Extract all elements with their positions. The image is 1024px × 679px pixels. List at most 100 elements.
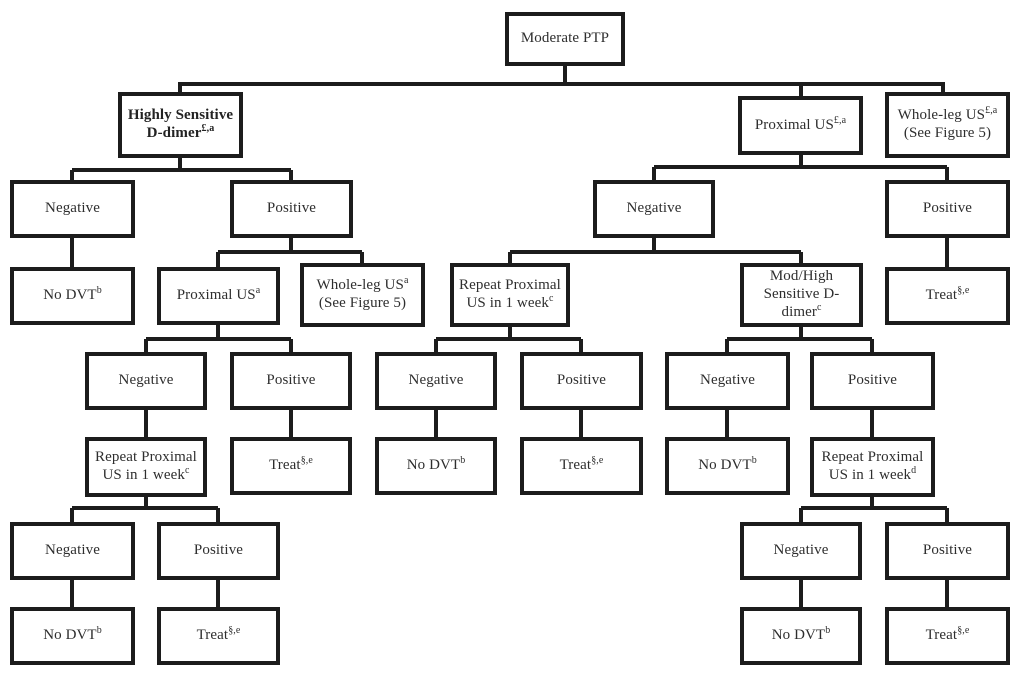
node-repeat-proximal-us: Repeat Proximal US in 1 weekc	[85, 437, 207, 497]
node-highly-sensitive-d-dimer: Highly Sensitive D-dimer£,a	[118, 92, 243, 158]
node-superscript: a	[255, 285, 261, 297]
node-positive: Positive	[230, 352, 352, 410]
node-label: Whole-leg US£,a(See Figure 5)	[898, 105, 998, 142]
node-label: No DVTb	[406, 456, 466, 475]
node-superscript: d	[911, 465, 917, 476]
node-label: Positive	[923, 200, 972, 218]
node-label: Negative	[45, 542, 100, 560]
node-proximal-us-initial: Proximal US£,a	[738, 96, 863, 155]
node-whole-leg-us-initial: Whole-leg US£,a(See Figure 5)	[885, 92, 1010, 158]
node-superscript: §,e	[228, 625, 241, 637]
node-text: Proximal US	[754, 116, 834, 133]
node-no-dvt: No DVTb	[375, 437, 497, 495]
node-positive: Positive	[157, 522, 280, 580]
node-superscript: £,a	[985, 105, 998, 117]
node-treat: Treat§,e	[520, 437, 643, 495]
node-superscript: a	[403, 275, 409, 287]
node-treat: Treat§,e	[230, 437, 352, 495]
node-superscript: §,e	[957, 285, 970, 297]
node-label: Negative	[45, 200, 100, 218]
node-text: Treat	[269, 457, 301, 474]
node-text: Positive	[266, 372, 316, 389]
node-text: No DVT	[43, 287, 97, 304]
node-label: Negative	[700, 372, 755, 390]
node-text: Negative	[626, 200, 682, 217]
node-positive: Positive	[810, 352, 935, 410]
node-text: Repeat Proximal US in 1 week	[821, 449, 924, 483]
node-text: Moderate PTP	[520, 30, 610, 47]
node-label: Positive	[267, 200, 316, 218]
node-no-dvt: No DVTb	[10, 267, 135, 325]
node-label: No DVTb	[43, 286, 102, 305]
node-label: Highly Sensitive D-dimer£,a	[125, 107, 236, 142]
node-negative-ddimer: Negative	[10, 180, 135, 238]
node-positive-proximal-us: Positive	[885, 180, 1010, 238]
node-text: Mod/High Sensitive D-dimer	[763, 268, 840, 320]
node-text: Negative	[700, 372, 755, 389]
node-superscript: b	[751, 455, 757, 467]
node-label: Mod/High Sensitive D-dimerc	[747, 268, 856, 321]
node-label: Negative	[627, 200, 682, 218]
node-repeat-proximal-us-d: Repeat Proximal US in 1 weekd	[810, 437, 935, 497]
node-text: Treat	[559, 457, 592, 474]
node-label: Proximal USa	[176, 285, 261, 305]
node-text: Treat	[196, 627, 229, 644]
node-treat: Treat§,e	[157, 607, 280, 665]
node-superscript: c	[816, 301, 822, 313]
node-positive: Positive	[520, 352, 643, 410]
node-label: Repeat Proximal US in 1 weekc	[92, 449, 200, 484]
node-treat: Treat§,e	[885, 607, 1010, 665]
node-label: No DVTb	[772, 626, 831, 645]
node-superscript: £,a	[201, 123, 215, 134]
node-superscript: §,e	[300, 455, 313, 467]
node-label: Positive	[194, 542, 243, 560]
node-label: Repeat Proximal US in 1 weekc	[457, 277, 563, 312]
node-text: No DVT	[698, 457, 752, 474]
node-label: Treat§,e	[559, 456, 604, 475]
node-no-dvt: No DVTb	[10, 607, 135, 665]
node-proximal-us: Proximal USa	[157, 267, 280, 325]
node-label: Moderate PTP	[521, 30, 609, 48]
node-text: Whole-leg US	[316, 277, 404, 294]
node-repeat-proximal-us: Repeat Proximal US in 1 weekc	[450, 263, 570, 327]
node-label: Treat§,e	[926, 285, 970, 305]
node-moderate-ptp: Moderate PTP	[505, 12, 625, 66]
node-positive: Positive	[885, 522, 1010, 580]
node-label: No DVTb	[698, 455, 757, 475]
node-label: No DVTb	[43, 625, 102, 645]
node-superscript: b	[96, 625, 102, 637]
node-negative-proximal-us: Negative	[593, 180, 715, 238]
node-superscript: £,a	[833, 114, 847, 126]
node-label: Proximal US£,a	[754, 114, 847, 135]
node-positive-ddimer: Positive	[230, 180, 353, 238]
node-line2: (See Figure 5)	[903, 125, 992, 141]
node-label: Positive	[557, 372, 606, 390]
node-negative: Negative	[665, 352, 790, 410]
node-text: Positive	[556, 372, 607, 389]
node-line2: (See Figure 5)	[318, 295, 407, 311]
node-text: Proximal US	[176, 287, 256, 304]
node-label: Repeat Proximal US in 1 weekd	[817, 449, 928, 484]
node-whole-leg-us: Whole-leg USa (See Figure 5)	[300, 263, 425, 327]
node-label: Positive	[923, 542, 972, 560]
node-superscript: c	[184, 465, 190, 476]
node-label: Whole-leg USa (See Figure 5)	[316, 275, 409, 312]
node-text: Positive	[922, 542, 973, 559]
node-label: Positive	[266, 372, 315, 390]
node-text: Negative	[408, 372, 464, 389]
node-label: Positive	[848, 372, 897, 390]
node-text: Repeat Proximal US in 1 week	[95, 449, 197, 483]
node-mod-high-d-dimer: Mod/High Sensitive D-dimerc	[740, 263, 863, 327]
node-text: Negative	[118, 372, 174, 389]
node-no-dvt: No DVTb	[740, 607, 862, 665]
node-text: Negative	[45, 200, 100, 217]
node-superscript: c	[548, 293, 554, 304]
node-text: Negative	[45, 542, 100, 559]
node-negative: Negative	[10, 522, 135, 580]
node-text: No DVT	[406, 457, 461, 474]
node-text: No DVT	[43, 627, 97, 644]
node-label: Negative	[774, 542, 829, 560]
node-text: Negative	[773, 542, 829, 559]
